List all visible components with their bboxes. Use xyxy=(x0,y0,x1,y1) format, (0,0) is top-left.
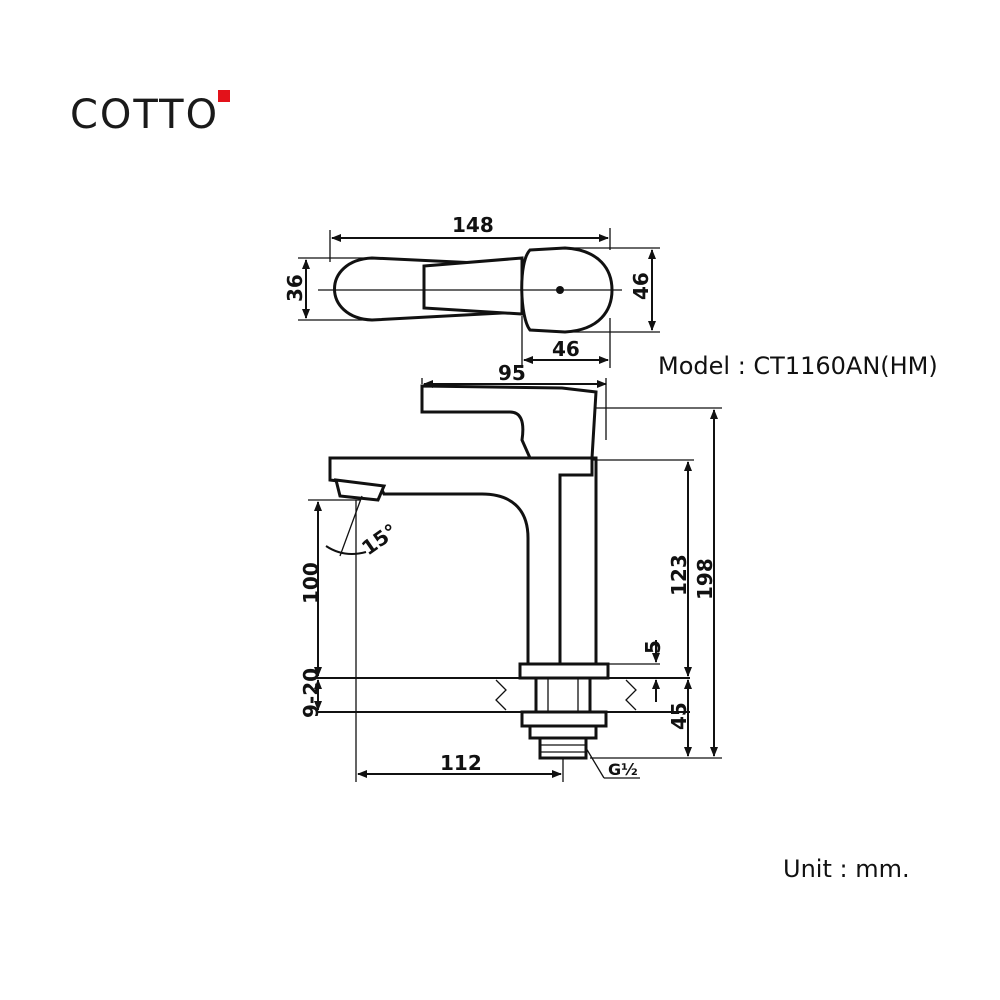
dim-top-handle-length: 46 xyxy=(552,337,580,361)
dim-total-height: 198 xyxy=(693,558,717,600)
brand-logo-square xyxy=(218,90,230,102)
unit-label: Unit : mm. xyxy=(783,855,910,883)
mounting-nut xyxy=(534,676,592,714)
dim-base-thickness: 5 xyxy=(641,640,665,654)
side-view-aerator xyxy=(334,478,387,502)
dim-spout-angle: 15° xyxy=(357,519,402,560)
side-view-base-plate xyxy=(518,662,610,680)
dim-spout-reach: 112 xyxy=(440,751,482,775)
side-view-body xyxy=(558,456,598,670)
model-label: Model : CT1160AN(HM) xyxy=(658,352,938,380)
side-view-lever xyxy=(420,384,598,460)
dim-top-length: 148 xyxy=(452,213,494,237)
dim-counter-thickness: 9-20 xyxy=(299,668,323,718)
dim-thread: G½ xyxy=(608,760,638,779)
dim-top-width-handle: 46 xyxy=(629,272,653,300)
dim-below-counter: 45 xyxy=(667,702,691,730)
dim-angle-arc xyxy=(325,545,367,555)
dim-spout-height: 100 xyxy=(299,562,323,604)
mounting-washer xyxy=(520,710,608,728)
mounting-thread xyxy=(538,736,588,760)
side-view-spout xyxy=(328,456,594,670)
brand-logo-text: COTTO xyxy=(70,92,220,138)
side-view: 95 198 123 5 45 100 9-20 112 15° xyxy=(299,361,722,782)
top-view: 148 36 46 46 xyxy=(283,213,660,368)
dim-handle-reach: 95 xyxy=(498,361,526,385)
top-view-lever xyxy=(422,256,524,316)
dim-top-width-spout: 36 xyxy=(283,274,307,302)
dim-body-height: 123 xyxy=(667,554,691,596)
